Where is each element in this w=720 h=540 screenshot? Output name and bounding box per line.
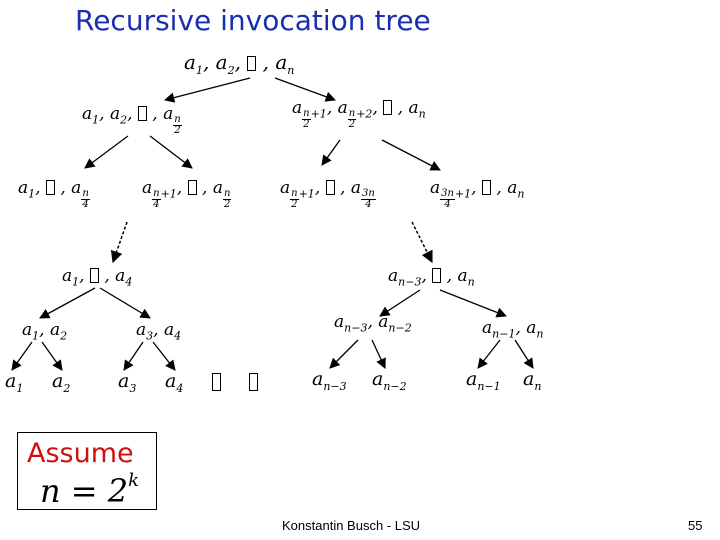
edge-leaf-8 [514,339,534,369]
leaf-an-1: an−1 [466,368,501,393]
assume-formula-base: n = 2 [40,472,129,510]
edge-dashed-right [411,221,433,264]
edge-leaf-1 [11,341,33,371]
slide-title: Recursive invocation tree [75,4,431,37]
edge-root-right [274,77,336,102]
leaf-a2: a2 [52,370,71,395]
footer-author: Konstantin Busch - LSU [282,518,421,533]
node-level4-2: a3, a4 [136,320,182,343]
leaf-an: an [523,368,542,393]
ellipsis-boxes [212,372,286,396]
page-number: 55 [688,518,703,533]
node-level3-left: a1, , a4 [62,266,133,289]
edge-leaf-2 [41,341,63,371]
leaf-an-2: an−2 [372,368,407,393]
edge-leaf-5 [329,339,359,369]
assume-formula: n = 2k [40,470,139,510]
assume-box [17,432,157,510]
edge-l3-right-a [379,289,421,317]
leaf-an-3: an−3 [312,368,347,393]
assume-label: Assume [27,438,134,469]
node-level3-right: an−3, , an [388,266,475,289]
assume-formula-exponent: k [128,470,140,491]
edge-l3-left-b [99,287,151,319]
node-root: a1, a2, , an [184,50,295,77]
leaf-a3: a3 [118,370,137,395]
leaf-a1: a1 [5,370,24,395]
edge-l3-right-b [439,289,507,318]
edge-leaf-3 [123,341,144,371]
node-level4-3: an−3, an−2 [334,312,412,335]
edge-l3-left-a [39,287,96,319]
node-level4-4: an−1, an [482,318,544,341]
leaf-a4: a4 [165,370,184,395]
edge-l1-right-b [381,139,441,171]
edge-leaf-7 [477,339,501,369]
edge-l1-left-a [84,135,129,169]
edge-leaf-6 [371,339,386,369]
edge-l1-left-b [149,135,193,169]
edge-root-left [163,77,251,103]
edge-l1-right-a [321,139,341,166]
node-level4-1: a1, a2 [22,320,68,343]
edge-dashed-left [110,221,128,264]
edge-leaf-4 [152,341,176,371]
